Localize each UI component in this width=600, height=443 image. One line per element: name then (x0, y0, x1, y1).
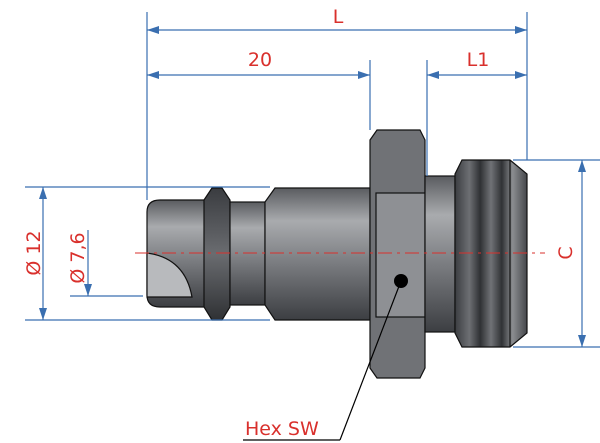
plug-body (146, 129, 528, 379)
dimension-20: 20 (147, 49, 370, 79)
label-L1: L1 (467, 49, 490, 71)
hex-face (375, 192, 426, 318)
label-20: 20 (248, 49, 272, 71)
main-body (264, 187, 371, 321)
label-C: C (555, 246, 577, 259)
neck (424, 175, 456, 333)
label-diameter-12: Ø 12 (23, 230, 45, 275)
nose-cut (146, 252, 193, 298)
dimension-diameter-7-6: Ø 7,6 (67, 230, 92, 296)
label-diameter-7-6: Ø 7,6 (67, 232, 89, 283)
dimension-diameter-12: Ø 12 (23, 187, 47, 320)
dimension-L1: L1 (427, 49, 527, 79)
label-L: L (333, 6, 344, 28)
dimension-L: L (147, 6, 527, 34)
label-hex-sw: Hex SW (245, 418, 319, 440)
dimension-C: C (555, 160, 586, 347)
locking-ring (203, 187, 231, 321)
hex-callout: Hex SW (243, 280, 402, 441)
extension-lines (25, 12, 600, 348)
